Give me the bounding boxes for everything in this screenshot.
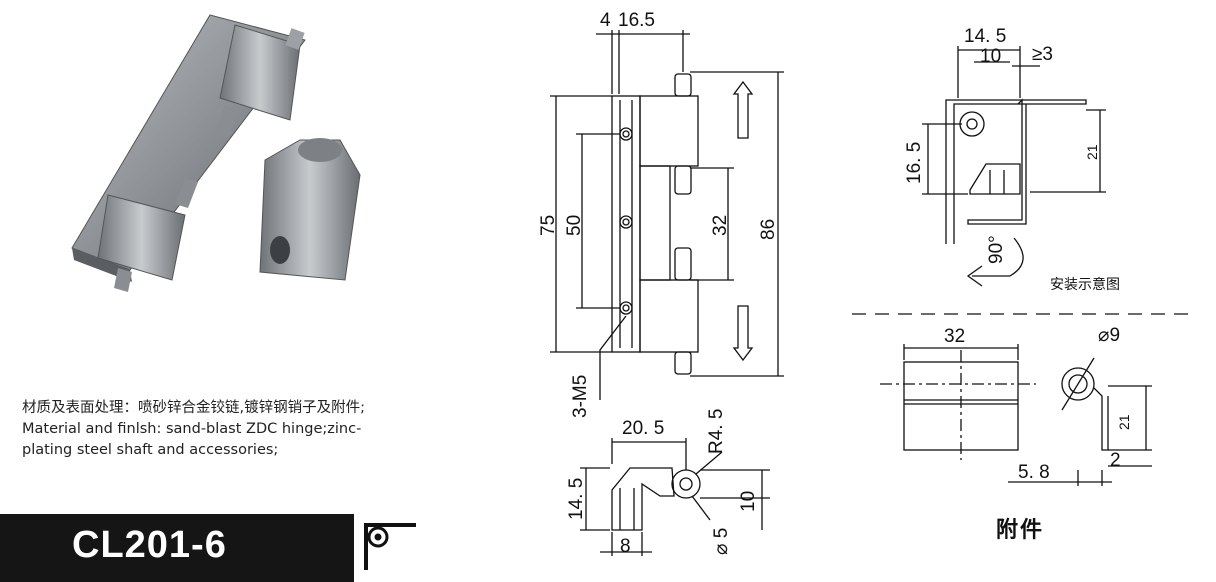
accessory-drawing xyxy=(880,344,1152,486)
material-en-1: Material and finlsh: sand-blast ZDC hing… xyxy=(22,421,362,437)
install-caption: 安装示意图 xyxy=(1050,277,1120,293)
hinge-photo xyxy=(71,14,361,292)
dim-8: 8 xyxy=(620,536,631,557)
dim-21-accessory: 21 xyxy=(1116,414,1132,430)
mounting-type-icon xyxy=(364,523,416,570)
material-cn: 材质及表面处理：喷砂锌合金铰链,镀锌钢销子及附件; xyxy=(22,400,365,416)
dim-14-5-side: 14. 5 xyxy=(566,477,587,520)
dim-16-5-install: 16. 5 xyxy=(904,141,925,184)
dim-r4-5: R4. 5 xyxy=(706,408,727,454)
install-view-drawing xyxy=(922,46,1106,287)
side-view-drawing xyxy=(580,438,770,556)
model-banner: CL201-6 xyxy=(0,514,354,582)
accessory-caption: 附件 xyxy=(996,518,1045,543)
dim-32-accessory: 32 xyxy=(944,326,966,347)
dim-4: 4 xyxy=(600,10,611,31)
dim-dia-9: ⌀9 xyxy=(1098,325,1121,346)
dim-14-5-install: 14. 5 xyxy=(964,26,1007,47)
dim-16-5: 16.5 xyxy=(618,10,655,31)
material-description: 材质及表面处理：喷砂锌合金铰链,镀锌钢销子及附件; Material and f… xyxy=(22,398,442,461)
dim-ge-3: ≥3 xyxy=(1032,44,1053,65)
model-number: CL201-6 xyxy=(72,524,227,566)
dim-32: 32 xyxy=(710,214,731,236)
front-view-drawing xyxy=(550,30,784,400)
dim-75: 75 xyxy=(538,214,559,236)
dim-21-install: 21 xyxy=(1084,144,1100,160)
dim-10-side: 10 xyxy=(738,490,759,512)
dim-86: 86 xyxy=(758,218,779,240)
dim-10-install: 10 xyxy=(980,46,1002,67)
angle-90: 90° xyxy=(986,235,1007,264)
dim-5-8: 5. 8 xyxy=(1018,462,1050,483)
dim-20-5: 20. 5 xyxy=(622,418,665,439)
holes-3-m5: 3-M5 xyxy=(570,374,591,418)
dim-dia-5: ⌀ 5 xyxy=(711,527,732,555)
material-en-2: plating steel shaft and accessories; xyxy=(22,442,279,458)
dim-2: 2 xyxy=(1110,450,1121,471)
dim-50: 50 xyxy=(564,214,585,236)
